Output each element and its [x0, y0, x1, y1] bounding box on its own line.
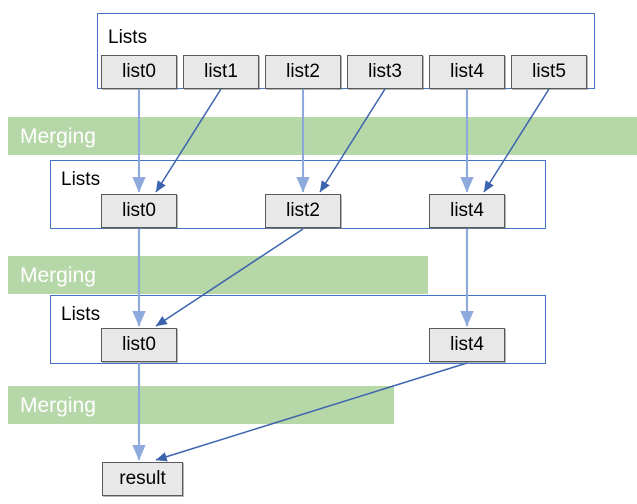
node-result[interactable]: result [102, 462, 183, 496]
merging-label-2: Merging [20, 264, 96, 287]
node-list4-level-1[interactable]: list4 [429, 55, 505, 89]
node-list1-level-1[interactable]: list1 [183, 55, 259, 89]
node-list4-level-2[interactable]: list4 [429, 194, 505, 228]
node-list2-level-1[interactable]: list2 [265, 55, 341, 89]
node-list0-level-1[interactable]: list0 [101, 55, 177, 89]
lists-label-level-1: Lists [108, 27, 148, 48]
merging-bar-1 [8, 117, 637, 155]
node-list3-level-1[interactable]: list3 [347, 55, 423, 89]
node-result-label: result [119, 468, 166, 489]
node-list0-level-3[interactable]: list0 [101, 328, 177, 362]
merging-label-3: Merging [20, 394, 96, 417]
node-list5-level-1[interactable]: list5 [511, 55, 587, 89]
node-list2-level-2[interactable]: list2 [265, 194, 341, 228]
merging-label-1: Merging [20, 125, 96, 148]
lists-group-level-1 [97, 13, 595, 89]
lists-label-level-2: Lists [61, 169, 101, 190]
lists-label-level-3: Lists [61, 304, 101, 325]
node-list4-level-3[interactable]: list4 [429, 328, 505, 362]
node-list0-level-2[interactable]: list0 [101, 194, 177, 228]
